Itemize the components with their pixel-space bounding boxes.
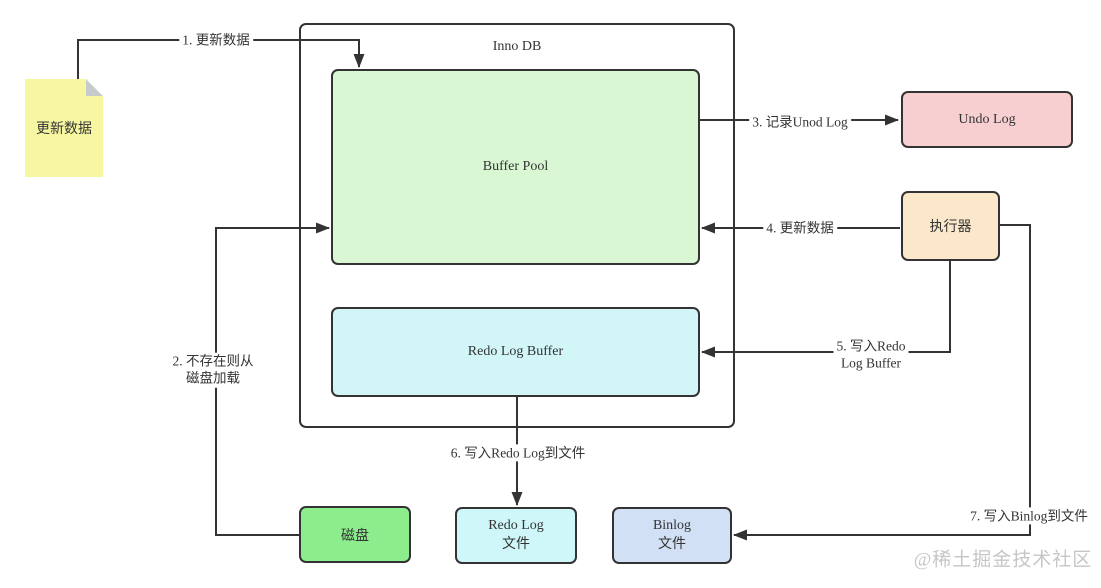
buffer-pool-box: Buffer Pool	[331, 69, 700, 265]
binlog-file-box: Binlog 文件	[612, 507, 732, 564]
connector-step5-write-redo-log-buffer	[701, 261, 951, 358]
binlog-file-label-line2: 文件	[658, 536, 686, 552]
executor-label: 执行器	[929, 220, 972, 235]
arrow-label-step2: 2. 不存在则从 磁盘加载	[169, 352, 257, 388]
disk-label: 磁盘	[341, 528, 369, 544]
binlog-file-label-line1: Binlog	[652, 517, 692, 533]
innodb-title: Inno DB	[492, 39, 542, 54]
buffer-pool-label: Buffer Pool	[482, 159, 549, 174]
redo-log-buffer-box: Redo Log Buffer	[331, 307, 700, 397]
arrow-label-step4: 4. 更新数据	[763, 219, 837, 237]
redo-log-file-label-line1: Redo Log	[488, 517, 544, 533]
redo-log-file-label-line2: 文件	[502, 536, 530, 552]
undo-log-box: Undo Log	[901, 91, 1073, 148]
executor-box: 执行器	[901, 191, 1000, 261]
arrow-label-step2-line1: 2. 不存在则从	[172, 353, 254, 369]
undo-log-label: Undo Log	[958, 111, 1016, 127]
note-update-data: 更新数据	[25, 79, 103, 177]
redo-log-file-box: Redo Log 文件	[455, 507, 577, 564]
connector-step7-write-binlog-file	[733, 224, 1031, 541]
watermark: @稀土掘金技术社区	[913, 549, 1093, 571]
arrow-label-step2-line2: 磁盘加载	[186, 371, 240, 386]
arrow-label-step3: 3. 记录Unod Log	[749, 113, 851, 131]
redo-log-buffer-label: Redo Log Buffer	[467, 344, 564, 359]
arrow-label-step5-line2: Log Buffer	[840, 356, 902, 371]
arrow-label-step5: 5. 写入Redo Log Buffer	[833, 337, 909, 373]
disk-box: 磁盘	[299, 506, 411, 563]
note-label: 更新数据	[36, 122, 92, 137]
arrow-label-step5-line1: 5. 写入Redo	[836, 338, 906, 354]
arrow-label-step6: 6. 写入Redo Log到文件	[447, 444, 589, 462]
note-folded-corner-icon	[86, 79, 103, 96]
arrow-label-step1: 1. 更新数据	[179, 31, 253, 49]
arrow-label-step7: 7. 写入Binlog到文件	[967, 507, 1091, 525]
